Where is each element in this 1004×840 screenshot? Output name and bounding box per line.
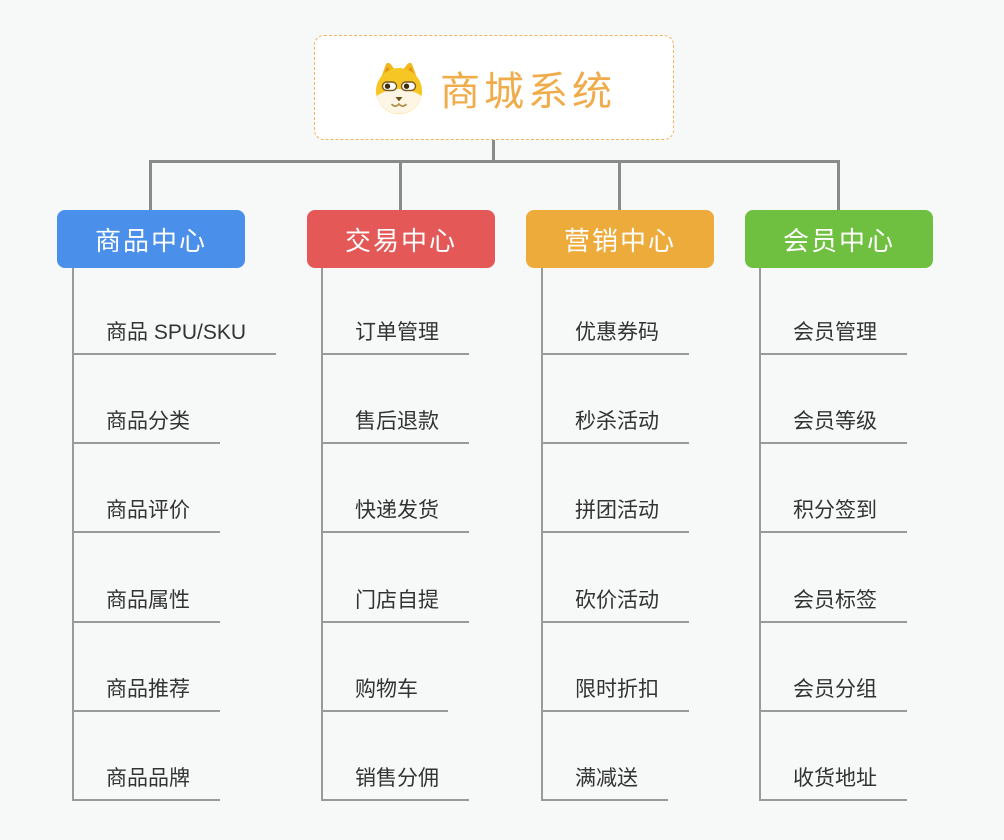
leaf-item[interactable]: 商品品牌	[72, 765, 220, 801]
connector-drop-marketing	[618, 160, 621, 210]
leaf-item[interactable]: 售后退款	[321, 408, 469, 444]
leaf-item[interactable]: 积分签到	[759, 497, 907, 533]
connector-drop-trade	[399, 160, 402, 210]
root-node-mall-system[interactable]: 商城系统	[314, 35, 674, 140]
leaf-item[interactable]: 优惠券码	[541, 319, 689, 355]
leaf-item[interactable]: 商品属性	[72, 587, 220, 623]
leaf-item[interactable]: 门店自提	[321, 587, 469, 623]
branch-node-marketing-center[interactable]: 营销中心	[526, 210, 714, 268]
branch-node-member-center[interactable]: 会员中心	[745, 210, 933, 268]
leaf-item[interactable]: 拼团活动	[541, 497, 689, 533]
leaf-item[interactable]: 商品评价	[72, 497, 220, 533]
leaf-item[interactable]: 会员等级	[759, 408, 907, 444]
connector-root-drop	[492, 140, 495, 162]
branch-node-trade-center[interactable]: 交易中心	[307, 210, 495, 268]
trunk-line	[541, 268, 543, 801]
leaf-item[interactable]: 收货地址	[759, 765, 907, 801]
leaf-item[interactable]: 商品推荐	[72, 676, 220, 712]
connector-drop-member	[837, 160, 840, 210]
branch-column-marketing: 优惠券码 秒杀活动 拼团活动 砍价活动 限时折扣 满减送	[541, 268, 791, 808]
leaf-item[interactable]: 快递发货	[321, 497, 469, 533]
leaf-item[interactable]: 会员管理	[759, 319, 907, 355]
leaf-item[interactable]: 商品 SPU/SKU	[72, 319, 277, 355]
leaf-item[interactable]: 订单管理	[321, 319, 469, 355]
leaf-item[interactable]: 会员标签	[759, 587, 907, 623]
trunk-line	[759, 268, 761, 801]
branch-label: 会员中心	[782, 225, 895, 256]
branch-label: 营销中心	[563, 225, 676, 256]
leaf-item[interactable]: 满减送	[541, 765, 668, 801]
branch-label: 交易中心	[344, 225, 457, 256]
leaf-item[interactable]: 购物车	[321, 676, 448, 712]
branch-column-member: 会员管理 会员等级 积分签到 会员标签 会员分组 收货地址	[759, 268, 1004, 808]
dog-icon	[376, 62, 422, 114]
connector-drop-product	[149, 160, 152, 210]
branch-node-product-center[interactable]: 商品中心	[57, 210, 245, 268]
leaf-item[interactable]: 销售分佣	[321, 765, 469, 801]
branch-column-trade: 订单管理 售后退款 快递发货 门店自提 购物车 销售分佣	[321, 268, 571, 808]
leaf-item[interactable]: 商品分类	[72, 408, 220, 444]
trunk-line	[72, 268, 74, 801]
branch-label: 商品中心	[94, 225, 207, 256]
root-node-label: 商城系统	[440, 69, 616, 114]
leaf-item[interactable]: 秒杀活动	[541, 408, 689, 444]
leaf-item[interactable]: 砍价活动	[541, 587, 689, 623]
branch-column-product: 商品 SPU/SKU 商品分类 商品评价 商品属性 商品推荐 商品品牌	[72, 268, 322, 808]
trunk-line	[321, 268, 323, 801]
connector-horizontal-bus	[149, 160, 839, 163]
leaf-item[interactable]: 会员分组	[759, 676, 907, 712]
leaf-item[interactable]: 限时折扣	[541, 676, 689, 712]
